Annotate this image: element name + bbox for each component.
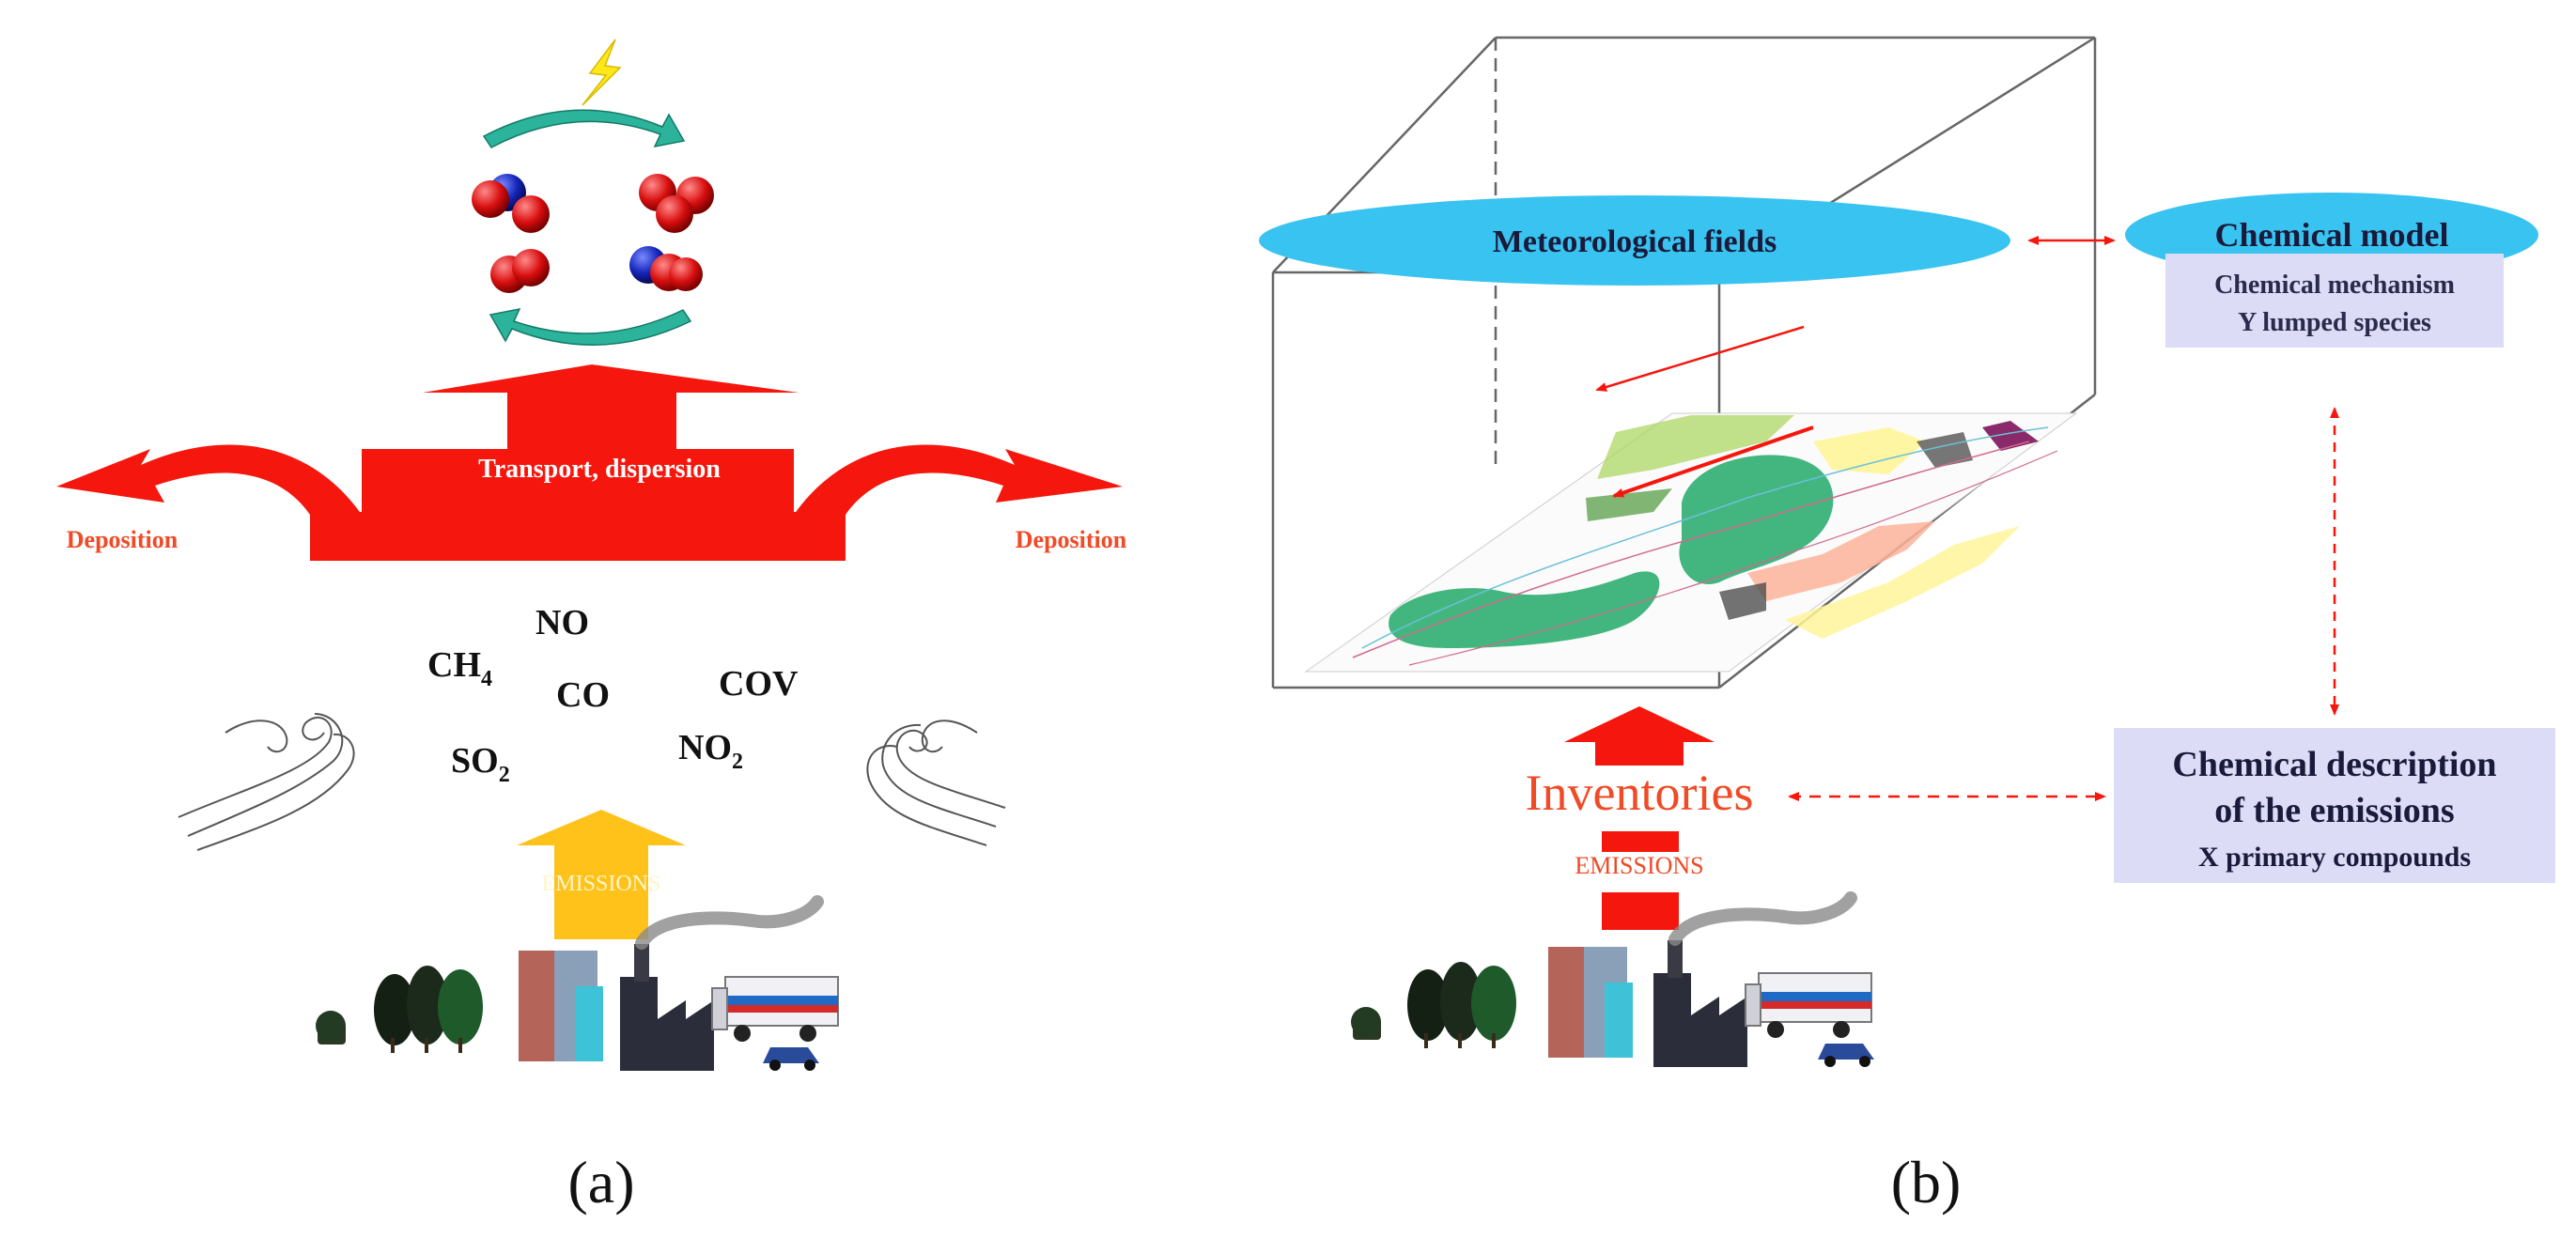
- emission-sources-b-icon: [1351, 891, 1874, 1067]
- inventories-bar-bottom: [1602, 892, 1679, 930]
- wind-left-icon: [178, 713, 355, 851]
- emission-sources-a-icon: [316, 895, 839, 1071]
- deposition-bar: [310, 512, 846, 561]
- molecule-o2-bottom-left-icon: [490, 249, 550, 293]
- chemical-mechanism-label: Chemical mechanism: [2214, 271, 2455, 300]
- chem-desc-line3: X primary compounds: [2198, 842, 2471, 873]
- chemical-model-box: [2165, 254, 2504, 348]
- species-so2: SO2: [451, 741, 510, 787]
- panel-b: Meteorological fields Chemical model Che…: [1259, 36, 2555, 1215]
- inventories-bar-top: [1602, 831, 1679, 852]
- wind-vector-lower: [1612, 426, 1814, 498]
- molecule-o3-top-right-icon: [639, 174, 714, 233]
- caption-a: (a): [567, 1149, 634, 1215]
- transport-dispersion-label: Transport, dispersion: [478, 455, 721, 484]
- meteorological-fields-label: Meteorological fields: [1493, 224, 1777, 259]
- panel-a: Transport, dispersion Deposition Deposit…: [56, 39, 1127, 1215]
- species-cov: COV: [719, 664, 799, 704]
- chemical-model-label: Chemical model: [2215, 216, 2449, 254]
- species-no: NO: [535, 603, 589, 642]
- transport-arrow-shaft: [507, 393, 676, 449]
- cycle-arrow-top-icon: [482, 109, 686, 148]
- species-co: CO: [556, 675, 610, 715]
- caption-b: (b): [1891, 1149, 1962, 1215]
- lumped-species-label: Y lumped species: [2238, 308, 2431, 337]
- species-ch4: CH4: [427, 645, 492, 691]
- terrain-map: [1304, 412, 2078, 673]
- molecule-no-top-left-icon: [472, 174, 550, 233]
- cycle-arrow-bottom-icon: [489, 307, 692, 346]
- chem-desc-line2: of the emissions: [2214, 791, 2454, 830]
- wind-right-icon: [866, 720, 1006, 846]
- molecule-no2-bottom-right-icon: [629, 246, 703, 291]
- deposition-right-label: Deposition: [1016, 526, 1127, 553]
- inventories-label: Inventories: [1526, 765, 1754, 821]
- deposition-left-arrow-icon: [56, 444, 362, 515]
- wind-vector-upper: [1595, 325, 1805, 392]
- deposition-left-label: Deposition: [67, 526, 178, 553]
- chem-desc-line1: Chemical description: [2172, 745, 2496, 784]
- transport-base-bar: [362, 449, 794, 515]
- meteorological-fields-ellipse: [1259, 195, 2010, 286]
- inventories-up-arrow-icon: [1564, 706, 1715, 766]
- species-no2: NO2: [678, 728, 743, 774]
- chemical-description-box: [2114, 728, 2555, 883]
- emissions-label-b: EMISSIONS: [1575, 852, 1703, 879]
- emissions-up-arrow-icon: [517, 810, 686, 939]
- emissions-label-a: EMISSIONS: [542, 872, 661, 896]
- lightning-icon: [582, 39, 622, 106]
- deposition-right-arrow-icon: [794, 444, 1123, 515]
